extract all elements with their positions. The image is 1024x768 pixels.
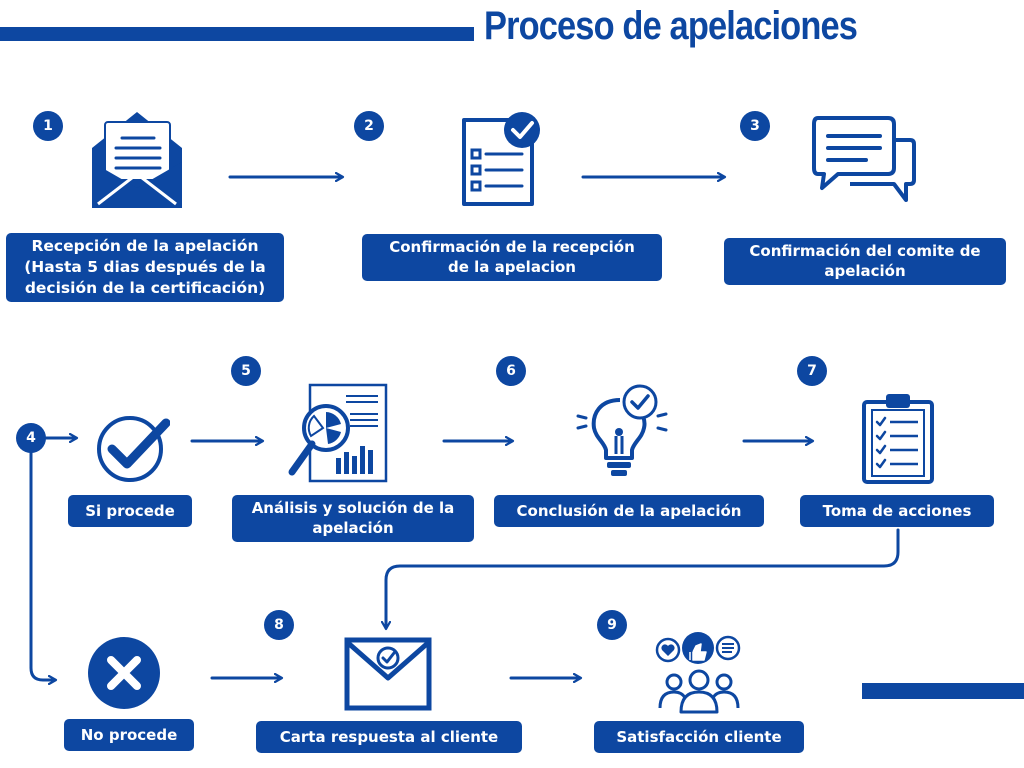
step-number-5: 5	[231, 356, 261, 386]
x-circle-icon	[88, 637, 160, 709]
step-number-7: 7	[797, 356, 827, 386]
step-1-label: Recepción de la apelación (Hasta 5 dias …	[6, 233, 284, 302]
step-7-label: Toma de acciones	[800, 495, 994, 528]
step-5-label: Análisis y solución de la apelación	[232, 495, 474, 542]
step-9-label: Satisfacción cliente	[594, 721, 804, 754]
lightbulb-check-icon	[576, 384, 668, 476]
step-6-label: Conclusión de la apelación	[494, 495, 764, 528]
envelope-open-letter-icon	[92, 112, 182, 208]
arrow-4-no	[29, 450, 55, 680]
chat-bubbles-icon	[812, 116, 916, 202]
step-number-6: 6	[496, 356, 526, 386]
arrow-7-8	[386, 528, 900, 628]
step-number-8: 8	[264, 610, 294, 640]
step-3-label: Confirmación del comite de apelación	[724, 238, 1006, 285]
step-number-4: 4	[16, 423, 46, 453]
envelope-check-icon	[344, 637, 432, 711]
step-8-label: Carta respuesta al cliente	[256, 721, 522, 754]
title-bar-left	[0, 27, 474, 41]
step-number-2: 2	[354, 111, 384, 141]
step-2-label: Confirmación de la recepción de la apela…	[362, 234, 662, 281]
footer-bar-right	[862, 683, 1024, 699]
clipboard-checklist-icon	[862, 394, 934, 484]
step-number-9: 9	[597, 610, 627, 640]
step-number-1: 1	[33, 111, 63, 141]
branch-yes-label: Si procede	[68, 495, 192, 528]
magnifier-chart-icon	[288, 383, 388, 483]
checklist-document-icon	[462, 112, 540, 206]
step-number-3: 3	[740, 111, 770, 141]
page-title: Proceso de apelaciones	[484, 4, 858, 48]
check-circle-icon	[97, 416, 170, 482]
customer-feedback-icon	[655, 632, 741, 714]
branch-no-label: No procede	[64, 719, 194, 752]
